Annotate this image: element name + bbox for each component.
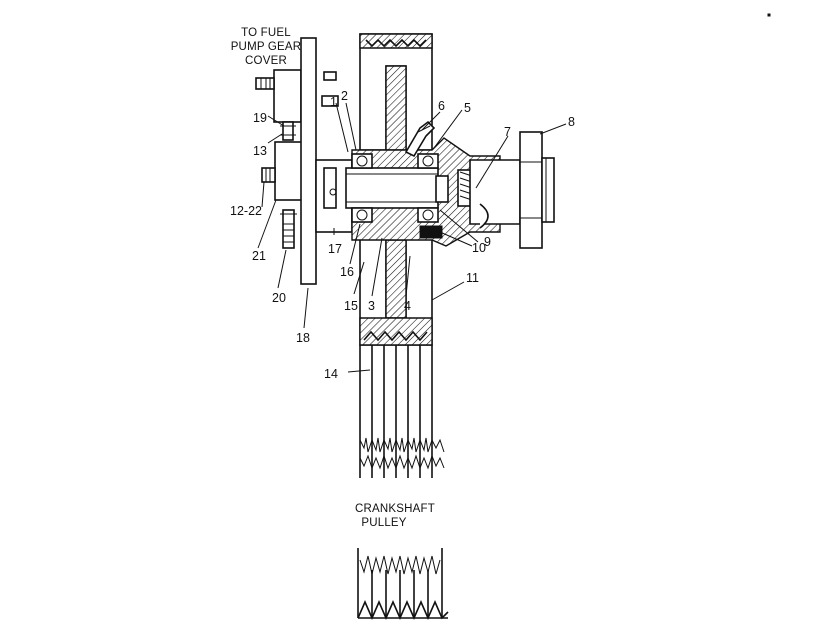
bearing-upper-right [417, 153, 439, 169]
lock-ring-10 [419, 225, 443, 239]
bearing-upper-left [351, 153, 373, 169]
caption-fuel-pump: TO FUEL PUMP GEAR COVER [231, 27, 302, 67]
callout-5: 5 [464, 101, 471, 115]
caption-crankshaft-line2: PULLEY [361, 517, 406, 529]
caption-fuel-pump-line1: TO FUEL [241, 27, 291, 39]
callout-14: 14 [324, 367, 338, 381]
bolt-20 [282, 209, 295, 249]
hub-assembly [345, 120, 521, 247]
callout-21: 21 [252, 249, 266, 263]
grease-fitting [404, 120, 436, 158]
callout-6: 6 [438, 99, 445, 113]
callout-17: 17 [328, 242, 342, 256]
plate-bolt-mid [321, 95, 339, 107]
callout-4: 4 [404, 299, 411, 313]
flange-boss [541, 157, 555, 223]
callout-11: 11 [466, 271, 479, 285]
callout-12-22: 12-22 [230, 204, 262, 218]
caption-fuel-pump-line3: COVER [245, 55, 287, 67]
callout-16: 16 [340, 265, 354, 279]
callout-9: 9 [484, 235, 491, 249]
pump-drive-shaft [345, 167, 439, 209]
bolt-12-22 [261, 167, 276, 183]
bearing-lower-right [417, 207, 439, 223]
belt-grooves [359, 345, 445, 478]
coupling-lip [479, 203, 489, 229]
callout-8: 8 [568, 115, 575, 129]
pulley-wheel [359, 33, 445, 478]
callout-13: 13 [253, 144, 267, 158]
stray-mark [767, 13, 771, 17]
flange-plate [519, 131, 543, 249]
callout-2: 2 [341, 89, 348, 103]
caption-fuel-pump-line2: PUMP GEAR [231, 41, 302, 53]
callout-19: 19 [253, 111, 267, 125]
callout-7: 7 [504, 125, 511, 139]
callout-1: 1 [330, 95, 337, 109]
crankshaft-pulley [357, 548, 449, 620]
plate-bolt-upper [323, 71, 337, 81]
fuel-pump-drive [255, 37, 353, 285]
caption-crankshaft-line1: CRANKSHAFT [355, 503, 435, 515]
callout-18: 18 [296, 331, 310, 345]
leader-lines [257, 102, 567, 373]
callout-15: 15 [344, 299, 358, 313]
drive-bracket-upper [273, 69, 302, 123]
drive-bracket-lower [274, 141, 304, 201]
flange-8 [519, 131, 555, 249]
callout-labels: 1 2 3 4 5 6 7 8 9 10 11 12-22 13 14 15 1… [230, 89, 575, 381]
callout-20: 20 [272, 291, 286, 305]
shaft-nut [435, 175, 449, 203]
callout-3: 3 [368, 299, 375, 313]
callout-10: 10 [472, 241, 486, 255]
drive-plate-18 [300, 37, 317, 285]
hub-key [323, 167, 337, 209]
caption-crankshaft: CRANKSHAFT PULLEY [355, 503, 435, 529]
top-bolt [255, 77, 275, 90]
bearing-lower-left [351, 207, 373, 223]
stud-19 [282, 121, 294, 141]
coupling-body [469, 159, 521, 225]
